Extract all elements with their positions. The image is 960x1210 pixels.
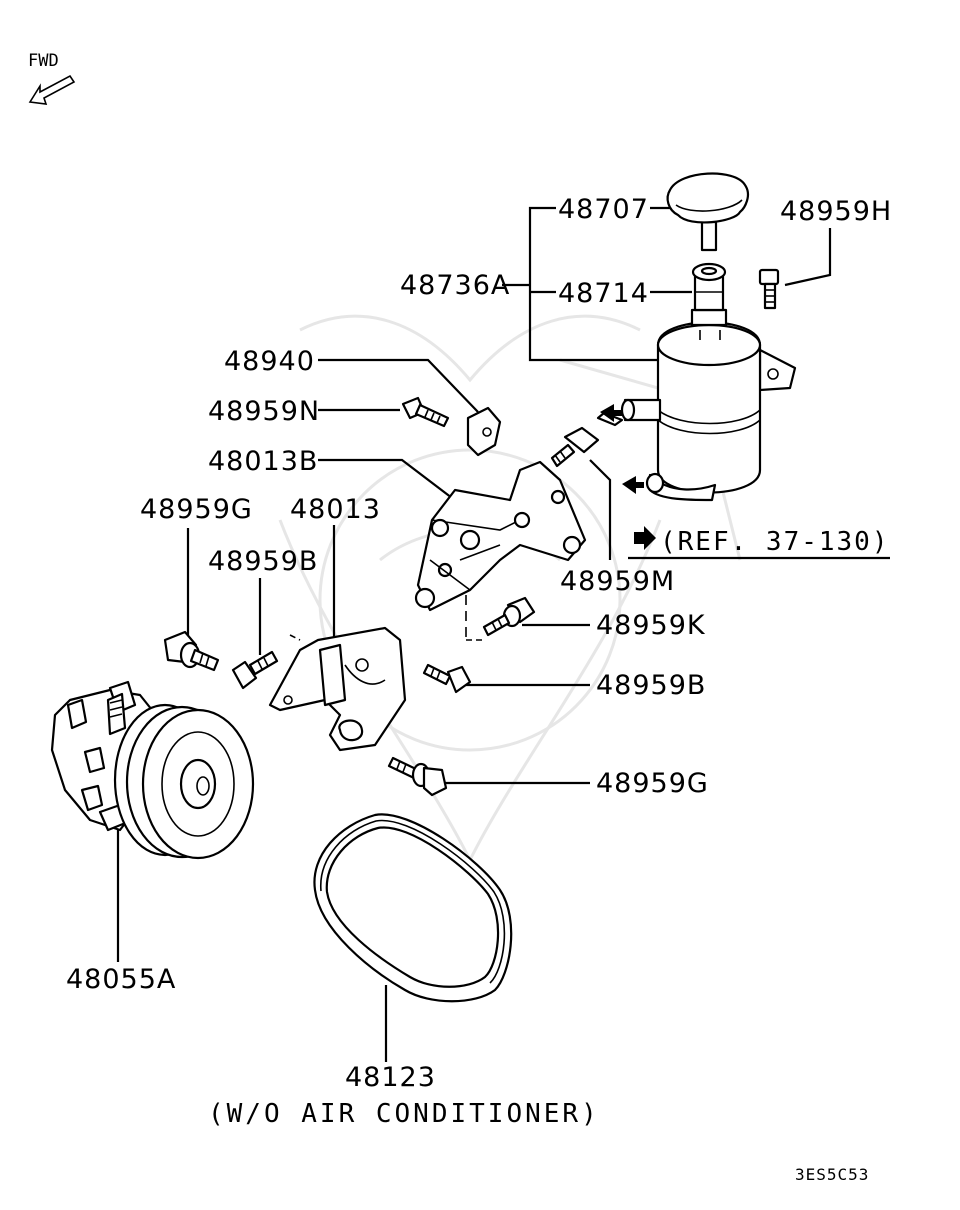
reservoir-cap — [666, 172, 749, 252]
flow-arrow-icon — [622, 476, 644, 494]
pump-bracket-48013 — [268, 626, 407, 752]
condition-note: (W/O AIR CONDITIONER) — [208, 1099, 600, 1129]
bolt-48959h-icon — [758, 268, 780, 310]
bolt-48959b-right-icon — [422, 663, 472, 694]
label-48959h: 48959H — [780, 196, 892, 227]
reference-note: (REF. 37-130) — [634, 526, 890, 557]
label-48013: 48013 — [290, 494, 381, 525]
label-48013b: 48013B — [208, 446, 318, 477]
label-48714: 48714 — [558, 278, 649, 309]
label-48959b-right: 48959B — [596, 670, 706, 701]
diagram-code: 3ES5C53 — [795, 1165, 869, 1184]
label-48959n: 48959N — [208, 396, 320, 427]
pump-pulley — [113, 703, 255, 860]
bolt-48959n-icon — [401, 396, 450, 428]
bolt-48959k-icon — [482, 596, 536, 637]
label-48959b-left: 48959B — [208, 546, 318, 577]
drive-belt — [313, 813, 513, 1003]
label-48959g-left: 48959G — [140, 494, 253, 525]
part-labels: 48707 48959H 48736A 48714 48940 48959N 4… — [66, 194, 892, 1093]
pump-bracket-48013b — [414, 460, 587, 612]
fwd-label: FWD — [28, 51, 59, 71]
label-48959m: 48959M — [560, 566, 675, 597]
label-48707: 48707 — [558, 194, 649, 225]
label-48123: 48123 — [345, 1062, 436, 1093]
reservoir-tank — [620, 321, 797, 502]
bolt-48959m-icon — [550, 411, 624, 468]
bolt-48959b-left-icon — [231, 650, 279, 690]
ref-text: (REF. 37-130) — [660, 527, 890, 557]
reservoir-filler-neck — [690, 262, 728, 327]
leader-lines — [116, 206, 890, 1062]
label-48959k: 48959K — [596, 610, 706, 641]
bracket-48940-icon — [466, 406, 502, 457]
bolt-48959g-right-icon — [387, 756, 448, 797]
label-48736a: 48736A — [400, 270, 510, 301]
label-48940: 48940 — [224, 346, 315, 377]
forward-arrow-icon: FWD — [28, 51, 76, 105]
flow-arrow-icon — [600, 404, 622, 422]
ref-arrow-icon — [634, 526, 656, 550]
label-48055a: 48055A — [66, 964, 176, 995]
bolt-48959g-left-icon — [163, 630, 220, 672]
label-48959g-right: 48959G — [596, 768, 709, 799]
